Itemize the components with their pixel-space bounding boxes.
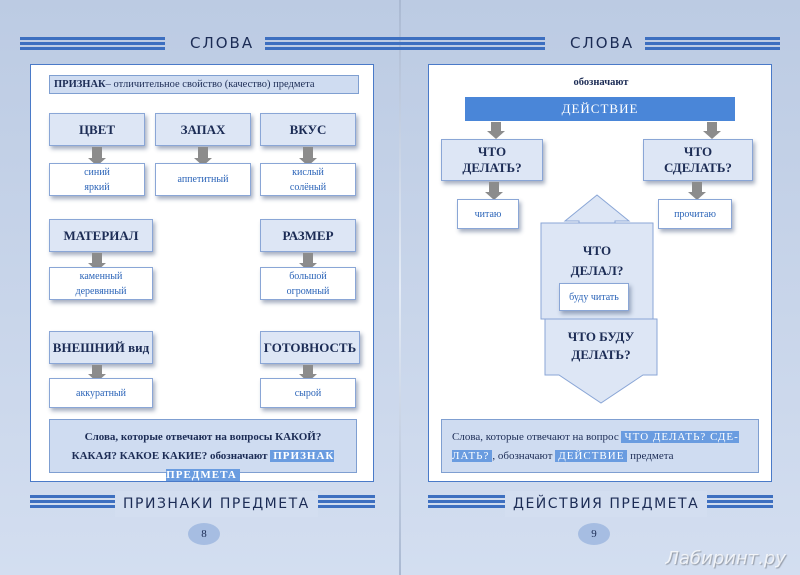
example-do: читаю — [457, 199, 519, 229]
examples-taste: кислый солёный — [260, 163, 356, 196]
category-taste: ВКУС — [260, 113, 356, 146]
example-done: прочитаю — [658, 199, 732, 229]
action-banner: ДЕЙСТВИЕ — [465, 97, 735, 121]
arrow-stem — [491, 122, 501, 132]
page-number-right: 9 — [578, 523, 610, 545]
arrow-down-icon — [487, 131, 505, 139]
arrow-stem — [303, 253, 313, 264]
example-word: большой — [289, 270, 327, 282]
header-stripes — [400, 37, 545, 55]
arrow-stem — [303, 147, 313, 159]
question-future: ЧТО БУДУ ДЕЛАТЬ? — [567, 329, 635, 362]
arrow-stem — [198, 147, 208, 159]
arrow-down-icon — [194, 158, 212, 166]
examples-size: большой огромный — [260, 267, 356, 300]
right-content-panel: обозначают ДЕЙСТВИЕ ЧТО ДЕЛАТЬ? ЧТО СДЕЛ… — [428, 64, 772, 482]
arrow-stem — [707, 122, 717, 132]
header-stripes — [265, 37, 400, 55]
examples-color: синий яркий — [49, 163, 145, 196]
left-header: СЛОВА — [20, 34, 400, 58]
page-gutter — [399, 0, 401, 575]
action-caption: обозначают — [573, 77, 629, 88]
right-rule-box: Слова, которые отвечают на вопрос ЧТО ДЕ… — [441, 419, 759, 473]
left-content-panel: ПРИЗНАК – отличительное свойство (качест… — [30, 64, 374, 482]
rule-text: Слова, которые отвечают на вопрос — [452, 431, 619, 443]
right-footer-title: ДЕЙСТВИЯ ПРЕДМЕТА — [505, 491, 708, 517]
examples-appearance: аккуратный — [49, 378, 153, 408]
example-future: буду читать — [559, 283, 629, 311]
question-done: ЧТО СДЕЛАТЬ? — [643, 139, 753, 181]
header-stripes — [645, 37, 780, 55]
example-word: каменный — [79, 270, 123, 282]
examples-material: каменный деревянный — [49, 267, 153, 300]
example-word: яркий — [84, 181, 110, 193]
example-word: сырой — [294, 387, 322, 399]
definition-bar: ПРИЗНАК – отличительное свойство (качест… — [49, 75, 359, 94]
left-footer-title: ПРИЗНАКИ ПРЕДМЕТА — [115, 491, 318, 517]
right-header: СЛОВА — [400, 34, 780, 58]
example-word: солёный — [289, 181, 327, 193]
category-appearance: ВНЕШНИЙ вид — [49, 331, 153, 364]
arrow-stem — [92, 253, 102, 264]
example-word: аккуратный — [76, 387, 126, 399]
rule-end: предмета — [630, 450, 674, 462]
examples-smell: аппетитный — [155, 163, 251, 196]
category-readiness: ГОТОВНОСТЬ — [260, 331, 360, 364]
rule-mid: , обозначают — [492, 450, 553, 462]
category-smell: ЗАПАХ — [155, 113, 251, 146]
arrow-down-icon — [485, 192, 503, 200]
arrow-down-icon — [299, 158, 317, 166]
arrow-down-icon — [88, 158, 106, 166]
arrow-stem — [303, 365, 313, 375]
example-word: деревянный — [75, 285, 127, 297]
category-color: ЦВЕТ — [49, 113, 145, 146]
left-rule-box: Слова, которые отвечают на вопросы КАКОЙ… — [49, 419, 357, 481]
page-number-left: 8 — [188, 523, 220, 545]
future-question-arrow — [544, 318, 658, 404]
left-header-title: СЛОВА — [190, 34, 255, 52]
arrow-stem — [92, 147, 102, 159]
example-word: аппетитный — [177, 174, 229, 185]
arrow-stem — [489, 182, 499, 193]
left-page: СЛОВА ПРИЗНАК – отличительное свойство (… — [20, 34, 400, 545]
example-word: огромный — [286, 285, 330, 297]
definition-text: – отличительное свойство (качество) пред… — [105, 79, 315, 90]
question-do: ЧТО ДЕЛАТЬ? — [441, 139, 543, 181]
right-header-title: СЛОВА — [570, 34, 635, 52]
definition-label: ПРИЗНАК — [54, 79, 106, 90]
arrow-down-icon — [703, 131, 721, 139]
arrow-down-icon — [688, 192, 706, 200]
example-word: синий — [84, 166, 110, 178]
arrow-stem — [92, 365, 102, 375]
rule-highlight: ДЕЙСТВИЕ — [555, 450, 628, 462]
category-size: РАЗМЕР — [260, 219, 356, 252]
watermark-logo: Лабиринт.ру — [665, 548, 786, 569]
example-word: кислый — [292, 166, 324, 178]
arrow-stem — [692, 182, 702, 193]
header-stripes — [20, 37, 165, 55]
examples-readiness: сырой — [260, 378, 356, 408]
right-page: СЛОВА обозначают ДЕЙСТВИЕ ЧТО ДЕЛАТЬ? ЧТ… — [400, 0, 800, 575]
rule-text: Слова, которые отвечают на вопросы КАКОЙ… — [71, 431, 322, 462]
category-material: МАТЕРИАЛ — [49, 219, 153, 252]
